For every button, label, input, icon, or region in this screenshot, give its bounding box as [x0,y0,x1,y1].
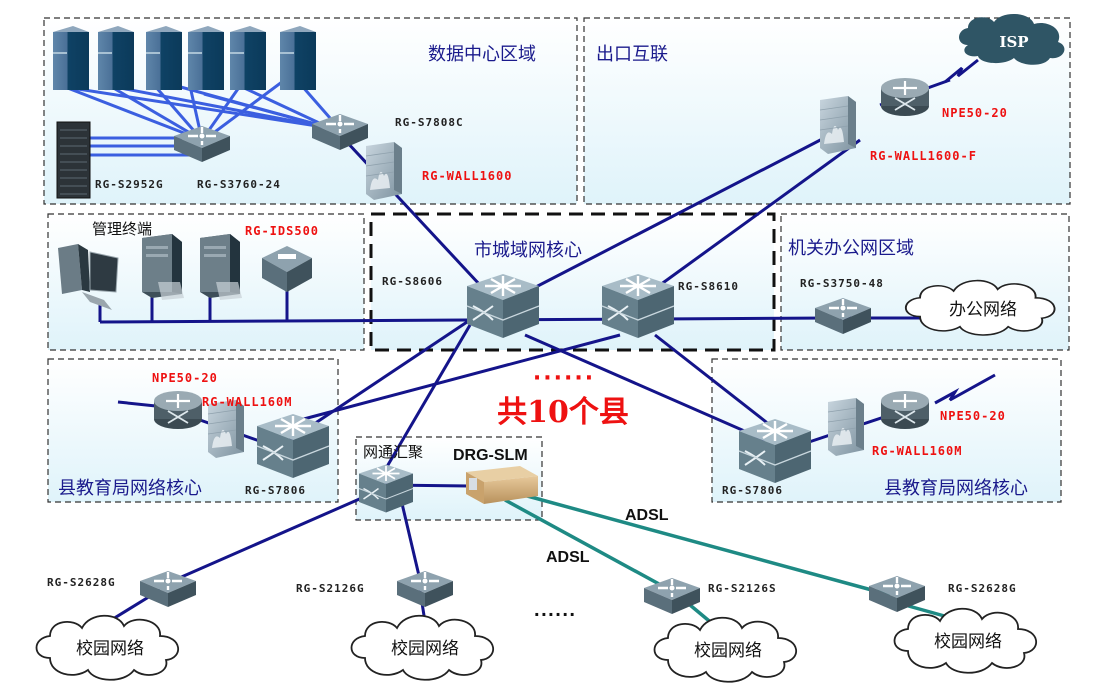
school1-switch-label: RG-S2628G [47,576,116,589]
county-right-firewall-label: RG-WALL160M [872,444,962,458]
county-count-label: 共10个县 [497,395,629,430]
server-icon [53,32,89,90]
dots-more-counties: ······ [533,366,595,391]
dc-firewall-icon[interactable] [365,141,403,201]
exit-router-icon[interactable] [879,76,931,118]
backbone-links [94,78,951,632]
exit-router-label: NPE50-20 [942,106,1008,120]
management-server-icon[interactable] [200,234,242,300]
school4-cloud-label: 校园网络 [934,632,1002,652]
management-server-icon[interactable] [142,234,184,300]
storage-rack-icon [56,121,91,199]
region-county-left [47,358,339,503]
server-icon [230,32,266,90]
office-switch-label: RG-S3750-48 [800,277,884,290]
adsl-label-1: ADSL [625,507,669,524]
county-left-router-label: NPE50-20 [152,371,218,385]
adsl-label-2: ADSL [546,549,590,566]
server-icon [98,32,134,90]
school3-switch-label: RG-S2126S [708,582,777,595]
county-wan-lightning [934,373,996,405]
exit-wan-lightning [944,58,979,84]
ids-icon[interactable] [262,246,312,292]
drg-device-icon[interactable] [466,466,538,504]
aggregation-title: 网通汇聚 [363,443,423,461]
isp-cloud: ISP [959,13,1065,65]
school2-switch-label: RG-S2126G [296,582,365,595]
management-title: 管理终端 [92,220,152,238]
data-center-title: 数据中心区域 [428,44,536,65]
core-title: 市城域网核心 [474,240,582,261]
core-left-label: RG-S8606 [382,275,443,288]
dc-firewall-label: RG-WALL1600 [422,169,512,183]
exit-firewall-icon[interactable] [819,95,857,155]
county-right-switch-label: RG-S7806 [722,484,783,497]
county-right-firewall-icon[interactable] [827,397,865,457]
dc-agg-switch-label: RG-S7808C [395,116,464,129]
office-title: 机关办公网区域 [788,238,914,259]
county-right-router-icon[interactable] [879,389,931,431]
county-left-router-icon[interactable] [152,389,204,431]
county-left-title: 县教育局网络核心 [58,478,202,499]
server-icon [146,32,182,90]
county-right-router-label: NPE50-20 [940,409,1006,423]
exit-title: 出口互联 [596,44,668,65]
region-core [369,212,776,352]
school1-switch-icon[interactable] [138,569,198,609]
dc-storage-label: RG-S2952G [95,178,164,191]
school2-switch-icon[interactable] [395,569,455,609]
dots-more-schools: ······ [534,605,576,624]
ids-label: RG-IDS500 [245,224,319,238]
server-icon [280,32,316,90]
server-icon [188,32,224,90]
school4-switch-label: RG-S2628G [948,582,1017,595]
county-left-switch-label: RG-S7806 [245,484,306,497]
management-pc-icon[interactable] [58,244,119,310]
school3-cloud-label: 校园网络 [694,641,762,661]
office-cloud-label: 办公网络 [949,300,1017,320]
school1-cloud-label: 校园网络 [76,639,144,659]
county-right-title: 县教育局网络核心 [884,478,1028,499]
server-group [53,26,316,90]
dc-access-switch-label: RG-S3760-24 [197,178,281,191]
county-left-firewall-label: RG-WALL160M [202,395,292,409]
drg-label: DRG-SLM [453,447,528,464]
school2-cloud-label: 校园网络 [391,639,459,659]
core-right-label: RG-S8610 [678,280,739,293]
exit-firewall-label: RG-WALL1600-F [870,149,977,163]
isp-label: ISP [999,33,1028,51]
